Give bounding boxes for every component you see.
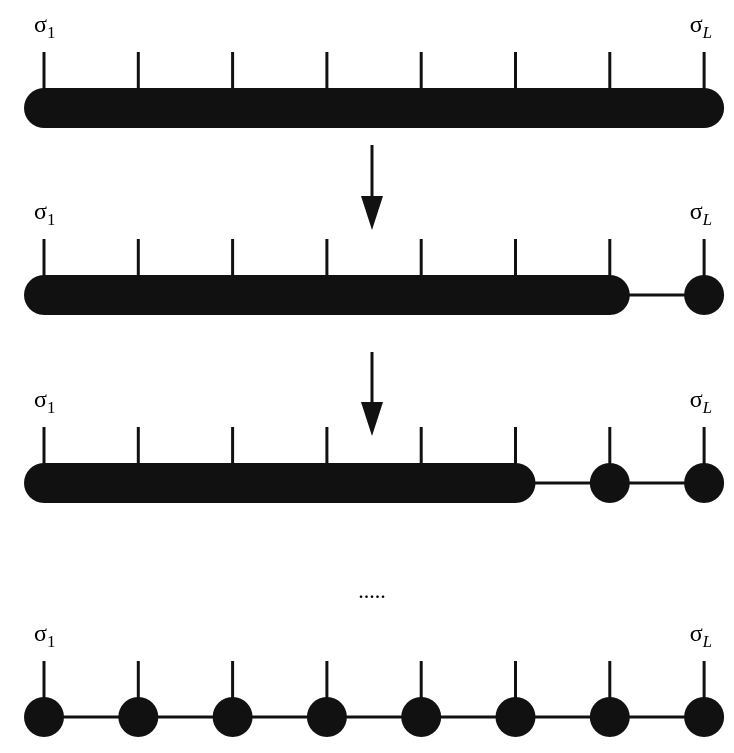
two-sites-split-last-site-label-subscript: L [702,398,712,417]
fully-decomposed-mps-first-site-label-base: σ [34,621,47,647]
fully-decomposed-mps-site-node-2 [118,697,159,737]
full-tensor-tensor-block [24,88,725,128]
arrow-head [361,196,383,230]
two-sites-split-first-site-label: σ1 [34,387,55,417]
ellipsis-label: ..... [358,578,386,603]
down-arrow-icon-1 [361,145,383,230]
fully-decomposed-mps-site-node-8 [684,697,725,737]
two-sites-split-first-site-label-subscript: 1 [47,398,56,417]
fully-decomposed-mps-last-site-label-base: σ [690,621,703,647]
full-tensor-last-site-label-subscript: L [702,23,712,42]
one-site-split-last-site-label: σL [690,199,712,229]
two-sites-split-tensor-block [24,463,536,503]
fully-decomposed-mps-site-node-5 [401,697,442,737]
one-site-split-first-site-label: σ1 [34,199,55,229]
two-sites-split-site-node-8 [684,463,725,503]
one-site-split-last-site-label-subscript: L [702,210,712,229]
two-sites-split-site-node-7 [589,463,630,503]
two-sites-split-last-site-label: σL [690,387,712,417]
two-sites-split-last-site-label-base: σ [690,387,703,413]
one-site-split-site-node-8 [684,275,725,315]
one-site-split-first-site-label-subscript: 1 [47,210,56,229]
two-sites-split-first-site-label-base: σ [34,387,47,413]
fully-decomposed-mps-site-node-6 [495,697,536,737]
fully-decomposed-mps-site-node-4 [306,697,347,737]
full-tensor-first-site-label-base: σ [34,12,47,38]
fully-decomposed-mps-site-node-7 [589,697,630,737]
arrow-head [361,402,383,436]
one-site-split-last-site-label-base: σ [690,199,703,225]
fully-decomposed-mps-first-site-label-subscript: 1 [47,632,56,651]
full-tensor-first-site-label-subscript: 1 [47,23,56,42]
full-tensor-last-site-label: σL [690,12,712,42]
fully-decomposed-mps-last-site-label: σL [690,621,712,651]
down-arrow-icon-2 [361,352,383,436]
fully-decomposed-mps-first-site-label: σ1 [34,621,55,651]
full-tensor-last-site-label-base: σ [690,12,703,38]
fully-decomposed-mps-last-site-label-subscript: L [702,632,712,651]
fully-decomposed-mps-site-node-3 [212,697,253,737]
one-site-split-first-site-label-base: σ [34,199,47,225]
fully-decomposed-mps-site-node-1 [24,697,64,737]
full-tensor-first-site-label: σ1 [34,12,55,42]
one-site-split-tensor-block [24,275,630,315]
